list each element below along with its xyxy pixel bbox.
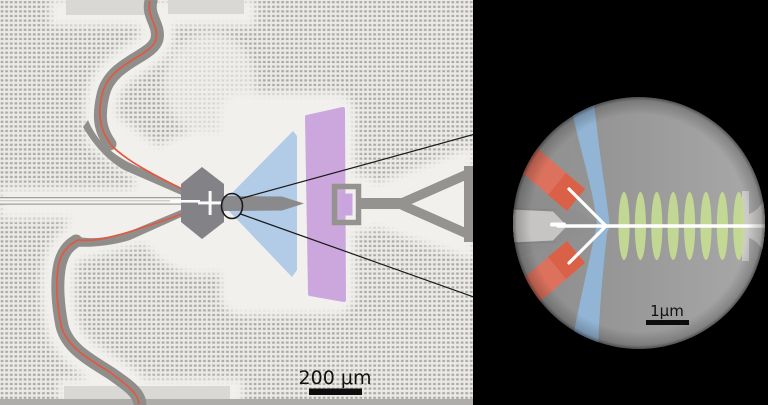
lower-taper-wedge	[72, 207, 188, 247]
contact-pads	[0, 0, 473, 405]
fiber-groove	[0, 197, 184, 205]
overview-scale-label: 200 μm	[299, 367, 372, 389]
purple-electrode-band	[305, 107, 346, 302]
zoom-callout-circle	[220, 192, 244, 220]
center-stem	[224, 196, 304, 211]
sem-overview-panel: 200 μm	[0, 0, 473, 405]
right-coupler-structure	[331, 166, 473, 242]
zoom-connector-line-lower	[240, 213, 473, 298]
fork-arm-upper	[400, 168, 472, 208]
lower-waveguide-red-core	[55, 204, 208, 405]
overview-scale-bar-line	[309, 388, 362, 395]
top-pad-right	[168, 0, 244, 14]
zoom-connector-line-upper	[240, 134, 473, 200]
overview-scale-bar: 200 μm	[299, 367, 372, 395]
zoom-inset-micrograph: 1μm	[513, 97, 765, 349]
coupler-window	[340, 193, 353, 216]
alignment-cross	[198, 191, 222, 215]
top-pad-left	[66, 0, 152, 15]
bottom-edge-strip	[0, 399, 473, 405]
upper-waveguide-red-core	[99, 0, 208, 202]
fork-arm-lower	[400, 200, 472, 240]
groove-bright-line	[170, 200, 200, 203]
coupler-bar	[359, 198, 404, 209]
fork-edge-bar	[464, 166, 473, 242]
inset-rim-shading	[513, 97, 765, 349]
coupler-frame	[331, 183, 362, 226]
